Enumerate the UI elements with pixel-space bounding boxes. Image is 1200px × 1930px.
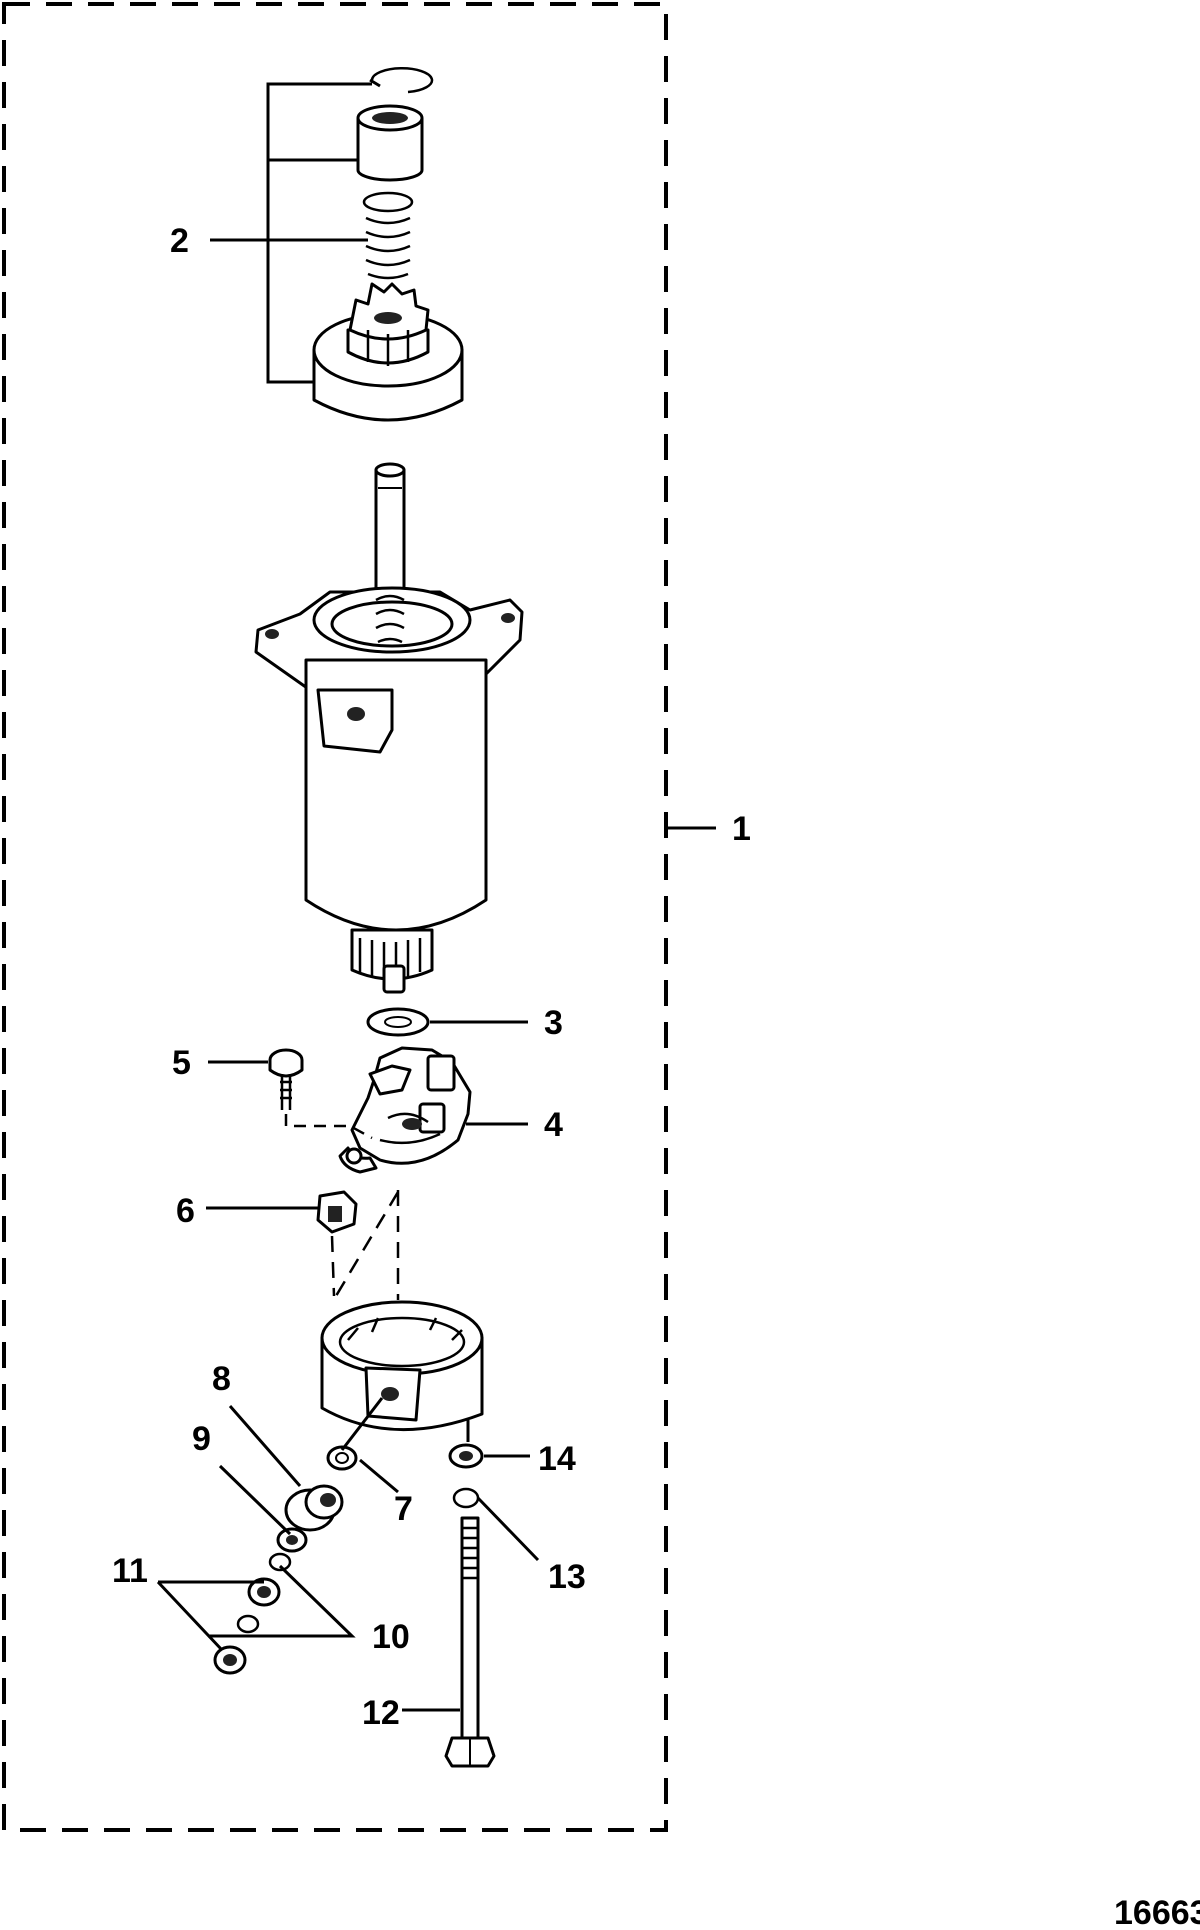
- alignment-lines: [330, 1190, 400, 1300]
- callout-4: 4: [544, 1106, 563, 1144]
- brush-plate-screw: [268, 1048, 304, 1110]
- callout-2-bracket: [210, 82, 372, 384]
- drive-spring: [362, 191, 414, 280]
- starter-motor-body: [254, 462, 524, 994]
- callouts: 1 2 3 4 5 6 7 8 9 10 11 12 13 14: [112, 222, 751, 1732]
- callout-7: 7: [394, 1490, 413, 1528]
- retaining-ring: [369, 67, 434, 94]
- drive-kit-group: [210, 67, 464, 422]
- pinion-stop-collar: [356, 104, 424, 182]
- assembly-boundary: [2, 2, 668, 1832]
- callout-6: 6: [176, 1192, 195, 1230]
- callout-5: 5: [172, 1044, 191, 1082]
- callout-9: 9: [192, 1420, 211, 1458]
- callout-13: 13: [548, 1558, 586, 1596]
- lockwasher-13: [452, 1487, 480, 1509]
- callout-10: 10: [372, 1618, 410, 1656]
- end-cap-housing: [320, 1300, 484, 1432]
- callout-8: 8: [212, 1360, 231, 1398]
- callout-11: 11: [112, 1552, 148, 1590]
- callout-3: 3: [544, 1004, 563, 1042]
- callout-2: 2: [170, 222, 189, 260]
- washer-14: [448, 1420, 484, 1469]
- callout-12: 12: [362, 1694, 400, 1732]
- pinion-gear: [312, 282, 464, 422]
- lockwasher-10: [236, 1552, 292, 1634]
- insulator-8: [284, 1484, 344, 1532]
- leader-lines: [156, 826, 716, 1712]
- through-bolt-12: [444, 1516, 496, 1768]
- callout-1: 1: [732, 810, 751, 848]
- thrust-washer: [366, 1007, 430, 1037]
- washer-7: [326, 1397, 384, 1471]
- drawing-number: 16663: [1114, 1894, 1200, 1930]
- terminal-insulator: [316, 1190, 358, 1234]
- nut-11: [213, 1577, 281, 1675]
- brush-plate-assembly: [284, 1046, 472, 1174]
- callout-14: 14: [538, 1440, 576, 1478]
- washer-9: [276, 1527, 308, 1553]
